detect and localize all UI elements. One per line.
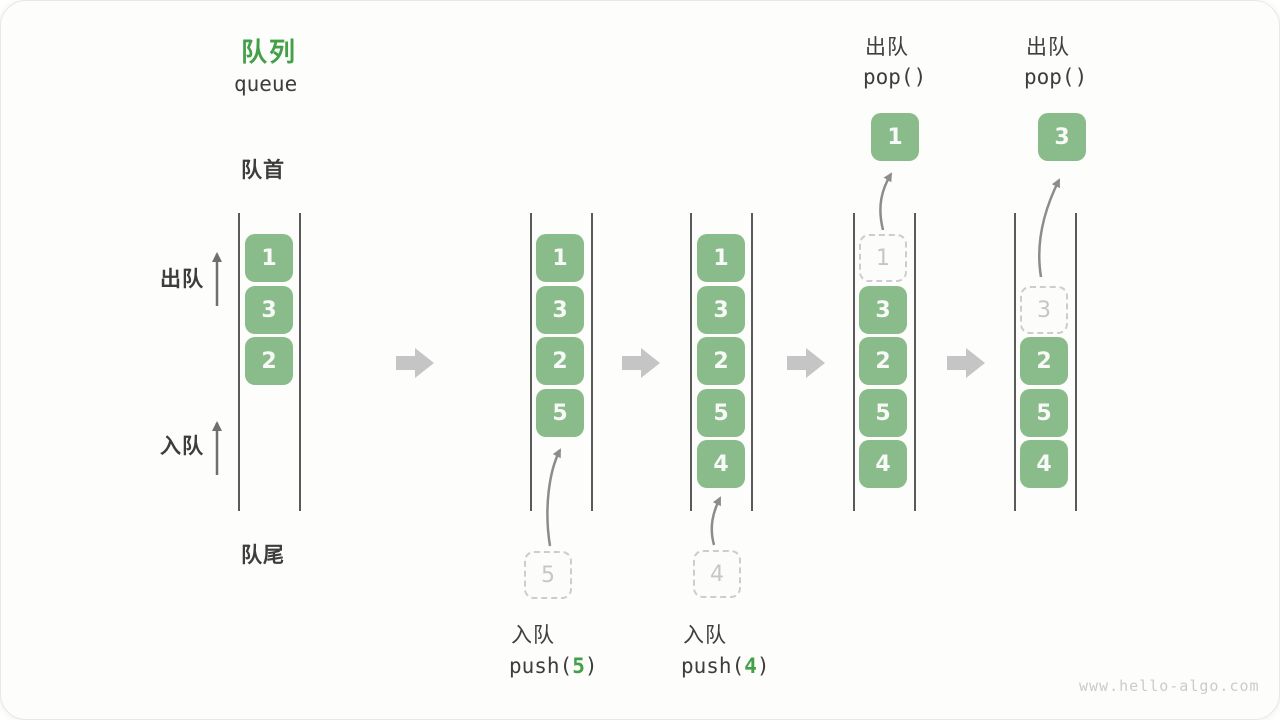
- watermark: www.hello-algo.com: [1079, 677, 1260, 695]
- queue-cell: 2: [245, 337, 293, 385]
- queue-cell: 3: [245, 286, 293, 334]
- queue-cell: 2: [1020, 337, 1068, 385]
- page-title: 队列: [241, 37, 298, 67]
- next-step-arrow-icon: [396, 348, 434, 378]
- queue-cell: 1: [697, 234, 745, 282]
- label-queue-front: 队首: [241, 159, 285, 182]
- queue-cell: 5: [697, 389, 745, 437]
- label-dequeue-side: 出队: [160, 268, 204, 291]
- next-step-arrow-icon: [622, 348, 660, 378]
- next-step-arrow-icon: [947, 348, 985, 378]
- code-pop: pop(): [1024, 65, 1088, 89]
- code-push: push(5): [509, 654, 598, 678]
- queue-cell: 4: [697, 440, 745, 488]
- ghost-cell-dequeue: 1: [859, 234, 907, 282]
- code-push-close: ): [584, 654, 598, 678]
- queue-cell: 2: [859, 337, 907, 385]
- queue-cell: 5: [1020, 389, 1068, 437]
- next-step-arrow-icon: [787, 348, 825, 378]
- queue-cell: 2: [536, 337, 584, 385]
- code-push-fn: push(: [681, 654, 745, 678]
- queue-walls: [238, 213, 301, 511]
- queue-cell: 3: [536, 286, 584, 334]
- label-enqueue-side: 入队: [160, 435, 204, 458]
- code-push-arg: 5: [572, 654, 585, 678]
- queue-cell: 4: [859, 440, 907, 488]
- code-push-arg: 4: [744, 654, 757, 678]
- ghost-cell-enqueue: 4: [693, 550, 741, 598]
- popped-cell: 3: [1038, 113, 1086, 161]
- code-push: push(4): [681, 654, 770, 678]
- queue-walls: [1014, 213, 1077, 511]
- queue-cell: 3: [859, 286, 907, 334]
- label-dequeue-op: 出队: [1026, 36, 1070, 59]
- queue-cell: 3: [697, 286, 745, 334]
- queue-cell: 2: [697, 337, 745, 385]
- code-pop: pop(): [863, 65, 927, 89]
- ghost-cell-dequeue: 3: [1020, 286, 1068, 334]
- label-enqueue-op: 入队: [683, 624, 727, 647]
- popped-cell: 1: [871, 113, 919, 161]
- queue-cell: 1: [245, 234, 293, 282]
- queue-cell: 1: [536, 234, 584, 282]
- queue-cell: 4: [1020, 440, 1068, 488]
- ghost-cell-enqueue: 5: [524, 551, 572, 599]
- queue-cell: 5: [859, 389, 907, 437]
- queue-walls: [690, 213, 753, 511]
- label-queue-rear: 队尾: [241, 544, 285, 567]
- label-enqueue-op: 入队: [511, 624, 555, 647]
- label-dequeue-op: 出队: [865, 36, 909, 59]
- page-subtitle: queue: [234, 72, 298, 96]
- queue-walls: [853, 213, 916, 511]
- code-push-fn: push(: [509, 654, 573, 678]
- code-push-close: ): [756, 654, 770, 678]
- queue-walls: [530, 213, 593, 511]
- queue-cell: 5: [536, 389, 584, 437]
